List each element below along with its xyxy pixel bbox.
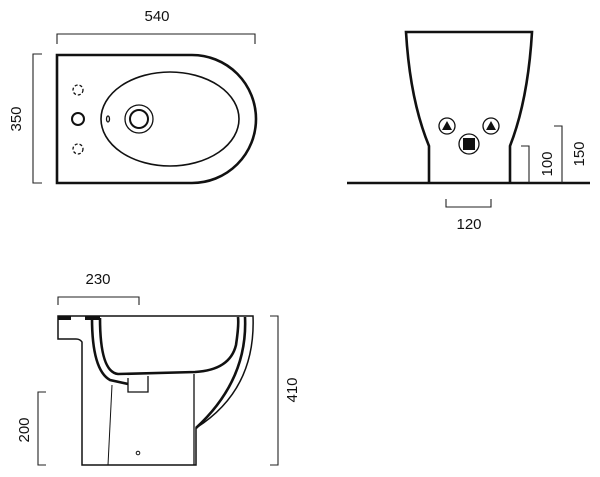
fixing-hole-icon xyxy=(135,450,141,456)
front-view: 100 150 120 xyxy=(347,30,590,233)
drain-icon xyxy=(129,109,149,129)
rim-edge xyxy=(58,316,71,320)
depth-dimension-line xyxy=(32,53,42,184)
side-view: 230 410 200 xyxy=(16,271,301,466)
pedestal-seam xyxy=(107,384,113,466)
inlet-spacing-dimension-line xyxy=(445,199,492,208)
top-outline xyxy=(55,53,258,185)
tap-hole-icon xyxy=(71,112,85,126)
waste-outlet-icon xyxy=(458,133,480,155)
height-dimension-line xyxy=(270,315,279,466)
bowl-inner-outline xyxy=(100,71,240,167)
inlet-spacing-label: 120 xyxy=(456,216,481,233)
rim-dimension-label: 230 xyxy=(85,271,110,288)
height-label: 410 xyxy=(284,377,301,402)
front-outline xyxy=(404,30,534,183)
drain-spigot xyxy=(127,376,149,393)
width-label: 540 xyxy=(144,8,169,25)
top-view: 540 350 xyxy=(8,8,258,185)
outlet-height-dimension-line xyxy=(554,125,563,183)
bowl-wall xyxy=(90,316,247,429)
overflow-slot-icon xyxy=(105,115,111,123)
optional-tap-hole-icon xyxy=(72,143,84,155)
inlet-height-label: 100 xyxy=(539,151,556,176)
width-dimension-line xyxy=(56,33,256,44)
water-inlet-icon xyxy=(438,117,456,135)
optional-tap-hole-icon xyxy=(72,84,84,96)
inlet-height-dimension-line xyxy=(521,145,530,183)
outlet-height-label: 150 xyxy=(571,141,588,166)
waste-height-label: 200 xyxy=(16,417,33,442)
rim-dimension-line xyxy=(57,296,140,305)
drain-outer-icon xyxy=(124,104,154,134)
depth-label: 350 xyxy=(8,106,25,131)
waste-height-dimension-line xyxy=(37,391,46,466)
water-inlet-icon xyxy=(482,117,500,135)
side-outline xyxy=(57,315,254,466)
